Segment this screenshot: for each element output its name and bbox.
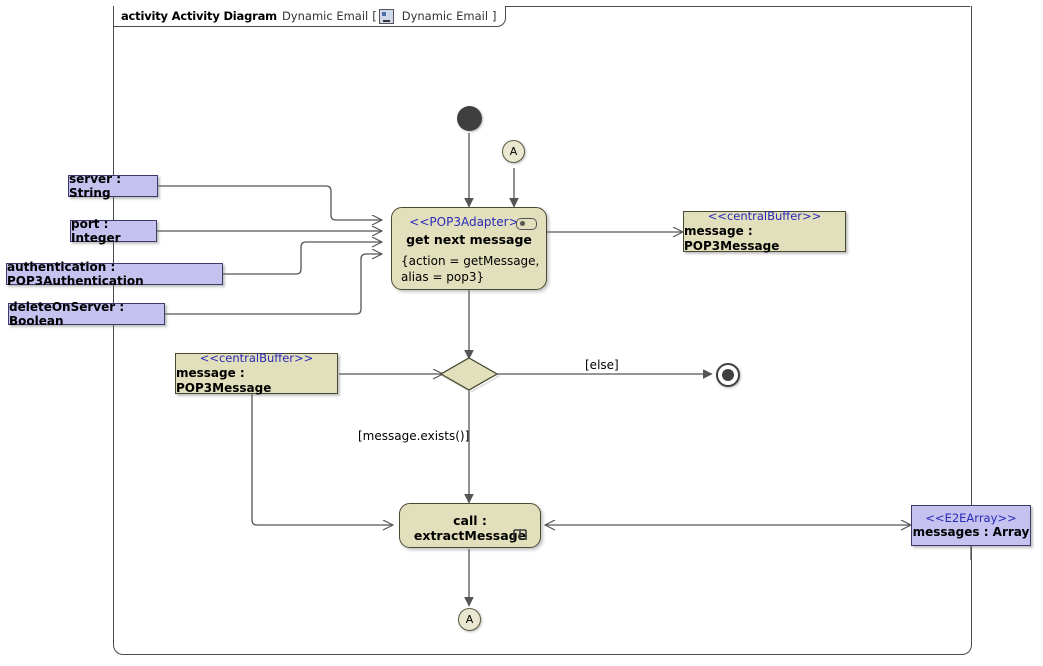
object-node-messages-array[interactable]: <<E2EArray>> messages : Array (911, 505, 1031, 546)
call-action-name: call : extractMessage (413, 513, 527, 543)
connector-node-a-in[interactable]: A (502, 140, 525, 163)
action-name: get next message (406, 232, 532, 247)
parameter-label: server : String (69, 172, 122, 200)
diagram-context: Dynamic Email (401, 9, 489, 23)
guard-else: [else] (585, 358, 619, 372)
bracket-open: [ (372, 9, 377, 23)
object-node-stereotype: <<E2EArray>> (925, 510, 1017, 525)
connector-label: A (465, 613, 474, 626)
parameter-node-deleteonserver[interactable]: deleteOnServer : Boolean (8, 300, 165, 328)
object-node-name: message : POP3Message (176, 365, 272, 395)
object-node-stereotype: <<centralBuffer>> (199, 351, 314, 366)
parameter-node-authentication[interactable]: authentication : POP3Authentication (6, 260, 223, 288)
guard-message-exists: [message.exists()] (358, 429, 470, 443)
action-property-line-2: alias = pop3} (401, 270, 485, 285)
parameter-label: authentication : POP3Authentication (7, 260, 144, 288)
object-node-name: message : POP3Message (684, 223, 780, 253)
connector-label: A (509, 145, 518, 158)
object-node-name: messages : Array (912, 525, 1030, 540)
rake-icon (513, 529, 527, 540)
action-stereotype: <<POP3Adapter>> (409, 215, 529, 229)
bracket-close: ] (492, 9, 497, 23)
diagram-frame-top-edge (470, 6, 970, 7)
diagram-icon (378, 8, 394, 24)
object-node-stereotype: <<centralBuffer>> (707, 209, 822, 224)
object-node-buffer-in[interactable]: <<centralBuffer>> message : POP3Message (175, 351, 338, 395)
stereotype-marker-icon (516, 218, 537, 230)
diagram-keyword: activity Activity Diagram (121, 9, 277, 23)
parameter-label: port : Integer (71, 217, 121, 245)
diagram-frame (113, 6, 972, 655)
diagram-name: Dynamic Email (281, 9, 369, 23)
connector-node-a-out[interactable]: A (458, 608, 481, 631)
action-get-next-message[interactable]: <<POP3Adapter>> get next message {action… (391, 207, 547, 290)
parameter-node-port[interactable]: port : Integer (70, 217, 157, 245)
initial-node[interactable] (457, 106, 482, 131)
action-properties: {action = getMessage, alias = pop3} (401, 253, 539, 285)
diagram-frame-label: activity Activity Diagram Dynamic Email … (113, 6, 506, 27)
final-node-inner (722, 369, 734, 381)
decision-node[interactable] (440, 357, 500, 392)
parameter-node-server[interactable]: server : String (68, 172, 158, 200)
action-property-line-1: {action = getMessage, (401, 254, 540, 268)
object-node-buffer-out[interactable]: <<centralBuffer>> message : POP3Message (683, 209, 846, 253)
activity-final-node[interactable] (716, 363, 740, 387)
parameter-label: deleteOnServer : Boolean (9, 300, 125, 328)
action-extract-message[interactable]: call : extractMessage (399, 503, 541, 548)
